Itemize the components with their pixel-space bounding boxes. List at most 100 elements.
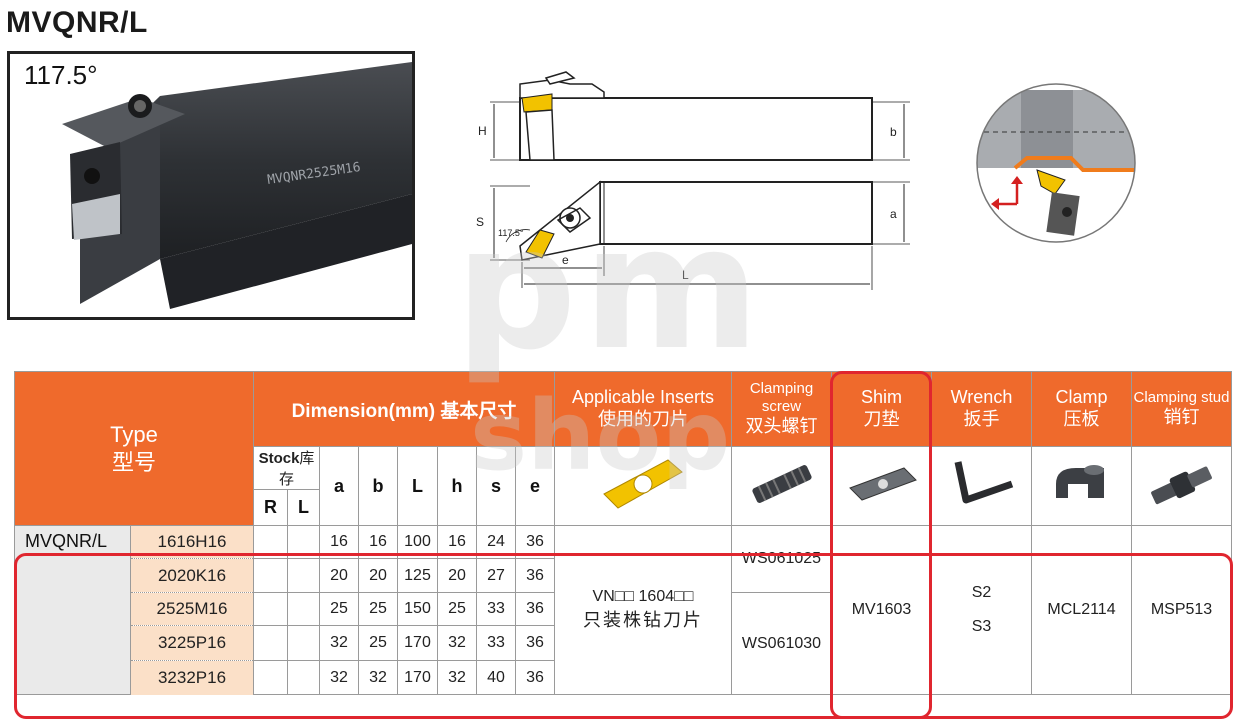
dim-s: 40	[476, 660, 516, 695]
type-header-cn: 型号	[111, 449, 156, 475]
dim-h: 32	[437, 660, 477, 695]
label-e: e	[562, 253, 569, 267]
row-code: 2020K16	[130, 558, 254, 593]
dim-e: 36	[515, 625, 555, 661]
dim-L: 100	[397, 525, 438, 559]
stock-header: Stock库存	[253, 446, 320, 490]
wrench-value-1: S2	[971, 584, 992, 601]
dim-a: 16	[319, 525, 359, 559]
clamp-value: MCL2114	[1031, 525, 1132, 695]
stock-header-cn: 库存	[278, 450, 315, 488]
dim-e: 36	[515, 558, 555, 593]
clamping-stud-header-en: Clamping stud	[1133, 389, 1230, 407]
dim-a: 25	[319, 592, 359, 626]
label-S: S	[476, 215, 484, 229]
shim-header-cn: 刀垫	[863, 409, 900, 429]
clamp-header-cn: 压板	[1063, 409, 1100, 429]
shim-icon	[848, 466, 917, 501]
screw-image	[731, 446, 832, 526]
col-s: s	[476, 446, 516, 526]
shim-image	[831, 446, 932, 526]
label-H: H	[478, 124, 487, 138]
row-code: 2525M16	[130, 592, 254, 626]
col-a: a	[319, 446, 359, 526]
clamp-header: Clamp 压板	[1031, 371, 1132, 447]
wrench-value-2: S3	[971, 618, 992, 635]
clamp-header-en: Clamp	[1055, 387, 1108, 408]
stock-r-header: R	[253, 489, 288, 526]
clamping-screw-header: Clamping screw 双头螺钉	[731, 371, 832, 447]
clamp-image	[1031, 446, 1132, 526]
photo-angle-label: 117.5°	[24, 60, 98, 90]
wrench-icon	[954, 460, 1013, 503]
stock-header-en: Stock	[258, 450, 300, 467]
detail-circle	[976, 83, 1136, 243]
insert-value: VN□□ 1604□□ 只装株钻刀片	[554, 525, 732, 695]
dim-b: 25	[358, 592, 398, 626]
inserts-header-cn: 使用的刀片	[598, 409, 688, 429]
screw-icon	[751, 464, 812, 503]
insert-code: VN□□ 1604□□	[592, 588, 694, 605]
dim-a: 32	[319, 625, 359, 661]
stock-l-header: L	[287, 489, 320, 526]
insert-image	[554, 446, 732, 526]
dim-s: 33	[476, 625, 516, 661]
dim-s: 24	[476, 525, 516, 559]
label-L: L	[682, 268, 689, 282]
dim-h: 20	[437, 558, 477, 593]
dim-s: 33	[476, 592, 516, 626]
col-L: L	[397, 446, 438, 526]
tool-holder-photo-icon: MVQNR2525M16	[62, 62, 412, 309]
dim-L: 150	[397, 592, 438, 626]
col-e: e	[515, 446, 555, 526]
type-header-en: Type	[110, 422, 158, 447]
label-b: b	[890, 125, 897, 139]
inserts-header: Applicable Inserts 使用的刀片	[554, 371, 732, 447]
clamping-screw-header-cn: 双头螺钉	[745, 416, 818, 437]
table-row: MVQNR/L 1616H16 16 16 100 16 24 36 VN□□ …	[14, 525, 1232, 695]
col-b: b	[358, 446, 398, 526]
dim-h: 25	[437, 592, 477, 626]
dim-L: 170	[397, 625, 438, 661]
label-angle: 117.5°	[498, 228, 524, 238]
wrench-value: S2 S3	[931, 525, 1032, 695]
technical-drawing: H b S 117.5° a e L	[476, 71, 910, 290]
col-h: h	[437, 446, 477, 526]
dim-h: 16	[437, 525, 477, 559]
clamp-icon	[1055, 464, 1104, 498]
row-code: 3232P16	[130, 660, 254, 695]
clamping-stud-header: Clamping stud 销钉	[1131, 371, 1232, 447]
row-code: 1616H16	[130, 525, 254, 559]
clamping-stud-header-cn: 销钉	[1163, 407, 1200, 428]
dim-s: 27	[476, 558, 516, 593]
wrench-header-cn: 扳手	[963, 409, 1000, 429]
screw-value-1: WS061025	[731, 525, 832, 593]
type-header: Type 型号	[14, 371, 254, 526]
dimension-header: Dimension(mm) 基本尺寸	[253, 371, 555, 447]
dim-L: 170	[397, 660, 438, 695]
stud-value: MSP513	[1131, 525, 1232, 695]
dim-b: 20	[358, 558, 398, 593]
inserts-header-en: Applicable Inserts	[571, 387, 715, 408]
shim-header-en: Shim	[860, 387, 902, 408]
row-code: 3225P16	[130, 625, 254, 661]
table-row: 2525M16 25 25 150 25 33 36 WS061030	[15, 592, 1232, 695]
dim-e: 36	[515, 525, 555, 559]
wrench-header-en: Wrench	[950, 387, 1013, 408]
wrench-header: Wrench 扳手	[931, 371, 1032, 447]
stud-image	[1131, 446, 1232, 526]
insert-note: 只装株钻刀片	[583, 610, 703, 630]
dim-e: 36	[515, 660, 555, 695]
page-title: MVQNR/L	[6, 6, 148, 39]
spec-table: Type 型号 Dimension(mm) 基本尺寸 Applicable In…	[14, 371, 1232, 695]
screw-value-2: WS061030	[731, 592, 832, 695]
shim-header: Shim 刀垫	[831, 371, 932, 447]
wrench-image	[931, 446, 1032, 526]
table-row: 3225P16 32 25 170 32 33 36	[15, 625, 1232, 661]
dim-h: 32	[437, 625, 477, 661]
dim-a: 20	[319, 558, 359, 593]
dim-b: 25	[358, 625, 398, 661]
product-photo: 117.5° MVQNR2525M16	[7, 51, 415, 320]
model-name: MVQNR/L	[14, 525, 131, 695]
dim-b: 16	[358, 525, 398, 559]
